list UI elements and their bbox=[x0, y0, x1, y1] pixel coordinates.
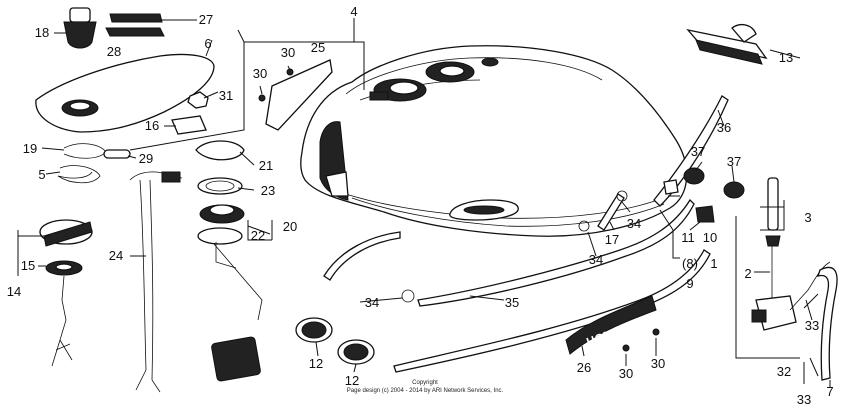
rubber-cushion-12a bbox=[295, 317, 333, 343]
fuel-line-7 bbox=[817, 266, 838, 381]
connector bbox=[161, 171, 181, 183]
callout-17: 17 bbox=[605, 232, 619, 247]
callout-34c: 34 bbox=[627, 216, 641, 231]
callout-11: 11 bbox=[681, 230, 695, 245]
bracket-16 bbox=[171, 115, 207, 135]
callout-30b: 30 bbox=[253, 66, 267, 81]
callout-37b: 37 bbox=[727, 154, 741, 169]
callout-3: 3 bbox=[804, 210, 811, 225]
tank-bottom-rubber-26 bbox=[393, 249, 711, 373]
grommet-37b bbox=[723, 181, 745, 199]
callout-28: 28 bbox=[107, 44, 121, 59]
callout-26: 26 bbox=[577, 360, 591, 375]
rubber-10 bbox=[695, 205, 715, 223]
wire-harness-24 bbox=[129, 171, 183, 393]
callout-4: 4 bbox=[350, 4, 357, 19]
clamp-34b bbox=[578, 220, 590, 232]
filler-cap-18 bbox=[63, 7, 97, 49]
callout-37a: 37 bbox=[691, 144, 705, 159]
callout-7: 7 bbox=[826, 384, 833, 399]
tank-bottom-trim bbox=[323, 231, 401, 281]
rubber-cushion-12b bbox=[337, 339, 375, 365]
copyright-line-2: Page design (c) 2004 - 2014 by ARI Netwo… bbox=[347, 388, 504, 394]
callout-9: 9 bbox=[686, 276, 693, 291]
tube-17 bbox=[597, 193, 625, 231]
clip-29 bbox=[103, 149, 131, 159]
callout-5: 5 bbox=[38, 167, 45, 182]
callout-21: 21 bbox=[259, 158, 273, 173]
callout-20: 20 bbox=[283, 219, 297, 234]
callout-31: 31 bbox=[219, 88, 233, 103]
cap-assembly-14 bbox=[39, 219, 93, 367]
callout-30a: 30 bbox=[281, 45, 295, 60]
callout-23: 23 bbox=[261, 183, 275, 198]
callout-12b: 12 bbox=[345, 373, 359, 388]
callout-18: 18 bbox=[35, 25, 49, 40]
callout-1: 1 bbox=[710, 256, 717, 271]
callout-6: 6 bbox=[204, 36, 211, 51]
callout-15: 15 bbox=[21, 258, 35, 273]
callout-30c: 30 bbox=[619, 366, 633, 381]
grommet-37a bbox=[683, 167, 705, 185]
callout-2: 2 bbox=[744, 266, 751, 281]
callout-33b: 33 bbox=[797, 392, 811, 407]
callout-36: 36 bbox=[717, 120, 731, 135]
callout-33a: 33 bbox=[805, 318, 819, 333]
callout-24: 24 bbox=[109, 248, 123, 263]
copyright-line-1: Copyright bbox=[412, 380, 438, 386]
callout-12a: 12 bbox=[309, 356, 323, 371]
rubber-11 bbox=[663, 179, 679, 195]
fuel-tank bbox=[300, 45, 688, 237]
callout-25: 25 bbox=[311, 40, 325, 55]
callout-35: 35 bbox=[505, 295, 519, 310]
callout-32: 32 bbox=[777, 364, 791, 379]
bracket-25 bbox=[265, 59, 333, 131]
nut-31 bbox=[187, 91, 209, 109]
clamp-34c bbox=[616, 190, 628, 202]
fuel-petcock bbox=[751, 177, 831, 331]
emblem-strip-27 bbox=[109, 13, 163, 23]
callout-22: 22 bbox=[251, 228, 265, 243]
tank-side-trim-35 bbox=[417, 198, 695, 307]
callout-10: 10 bbox=[703, 230, 717, 245]
leader-lines bbox=[17, 18, 831, 388]
callout-19: 19 bbox=[23, 141, 37, 156]
callout-29: 29 bbox=[139, 151, 153, 166]
callout-34a: 34 bbox=[365, 295, 379, 310]
tank-top-cover bbox=[35, 53, 215, 133]
emblem-strip-28 bbox=[105, 27, 165, 37]
clamp-34a bbox=[401, 289, 415, 303]
callout-27: 27 bbox=[199, 12, 213, 27]
fuel-gauge-assembly bbox=[195, 140, 263, 382]
callout-8: (8) bbox=[682, 256, 698, 271]
callout-14: 14 bbox=[7, 284, 21, 299]
screw-30c bbox=[622, 344, 630, 352]
callout-30d: 30 bbox=[651, 356, 665, 371]
callout-16: 16 bbox=[145, 118, 159, 133]
rubber-cap-13 bbox=[686, 23, 768, 65]
bolt-30b bbox=[258, 94, 266, 102]
screw-30d bbox=[652, 328, 660, 336]
callout-13: 13 bbox=[779, 50, 793, 65]
callout-34b: 34 bbox=[589, 252, 603, 267]
spring-clip-5 bbox=[57, 165, 101, 184]
clip-19 bbox=[63, 143, 107, 159]
callouts: 4 18 27 28 6 30 25 30 31 16 19 29 5 21 2… bbox=[7, 4, 834, 407]
